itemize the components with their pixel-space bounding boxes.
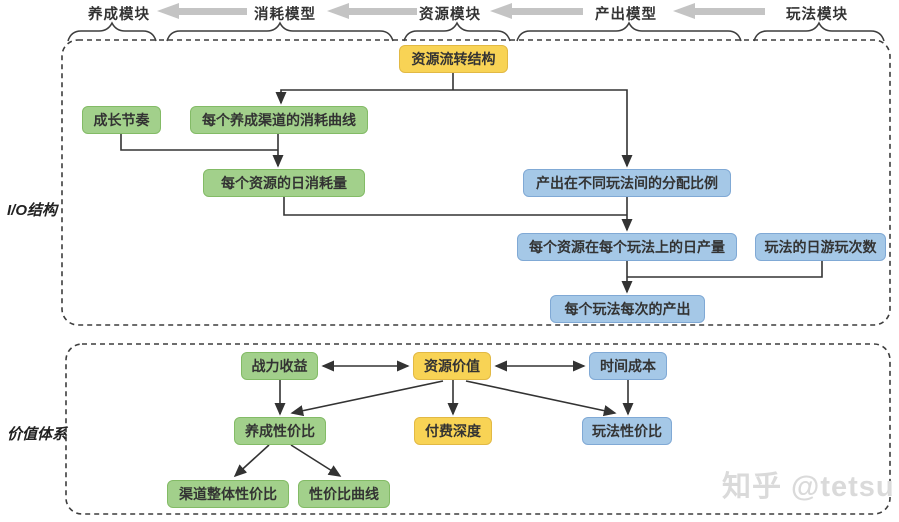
- io-connectors: [120, 73, 823, 294]
- node-resource-value: 资源价值: [413, 352, 491, 380]
- node-gameplay-daily-play-count: 玩法的日游玩次数: [755, 233, 886, 261]
- section-label-value-system: 价值体系: [7, 426, 68, 443]
- section-label-io-structure: I/O结构: [7, 202, 58, 219]
- node-payment-depth: 付费深度: [414, 417, 492, 445]
- module-label-gameplay: 玩法模块: [786, 7, 848, 23]
- node-channel-overall-cost-performance: 渠道整体性价比: [167, 480, 289, 508]
- node-output-allocation-ratio: 产出在不同玩法间的分配比例: [523, 169, 731, 197]
- flow-arrow-3: [490, 3, 583, 19]
- node-gameplay-cost-performance: 玩法性价比: [582, 417, 672, 445]
- node-channel-consumption-curve: 每个养成渠道的消耗曲线: [190, 106, 368, 134]
- flow-arrow-4: [673, 3, 765, 19]
- module-label-cultivation: 养成模块: [88, 7, 150, 23]
- brace-cultivation: [67, 21, 157, 42]
- header-flow-arrows: [157, 3, 765, 19]
- node-cost-performance-curve: 性价比曲线: [298, 480, 390, 508]
- node-growth-rhythm: 成长节奏: [82, 106, 161, 134]
- flow-arrow-2: [327, 3, 417, 19]
- module-label-resource: 资源模块: [419, 7, 481, 23]
- io-structure-container: [61, 39, 891, 326]
- node-resource-daily-consumption: 每个资源的日消耗量: [203, 169, 365, 197]
- flow-arrow-1: [157, 3, 247, 19]
- node-resource-daily-output-per-gameplay: 每个资源在每个玩法上的日产量: [517, 233, 737, 261]
- value-system-container: [65, 343, 891, 515]
- node-cultivation-cost-performance: 养成性价比: [234, 417, 326, 445]
- zhihu-watermark: 知乎 @tetsu: [722, 471, 895, 503]
- node-time-cost: 时间成本: [589, 352, 667, 380]
- brace-output: [516, 21, 742, 42]
- node-combat-power-gain: 战力收益: [241, 352, 318, 380]
- brace-gameplay: [753, 21, 885, 42]
- module-braces: [67, 21, 885, 42]
- node-resource-flow-structure: 资源流转结构: [399, 45, 508, 73]
- node-gameplay-output-per-play: 每个玩法每次的产出: [550, 295, 705, 323]
- module-label-output: 产出模型: [595, 7, 657, 23]
- value-connectors: [233, 360, 634, 478]
- module-label-consumption: 消耗模型: [254, 7, 316, 23]
- brace-consumption: [166, 21, 394, 42]
- brace-resource: [403, 21, 511, 42]
